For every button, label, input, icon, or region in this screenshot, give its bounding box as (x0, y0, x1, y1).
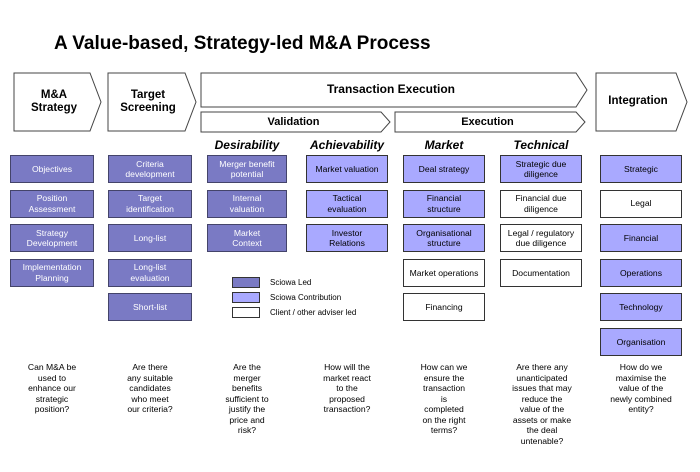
activity-integration-1: Strategic (600, 155, 682, 183)
activity-technical-2: Financial due diligence (500, 189, 582, 218)
column-header-technical: Technical (513, 138, 569, 152)
activity-market-3: Organisational structure (403, 224, 485, 253)
activity-achievability-1: Market valuation (306, 155, 388, 183)
legend-swatch-client (232, 307, 260, 318)
activity-market-5: Financing (403, 293, 485, 322)
legend-swatch-contrib (232, 292, 260, 303)
activity-target-screening-2: Target identification (108, 189, 192, 218)
activity-technical-3: Legal / regulatory due diligence (500, 224, 582, 253)
activity-ma-strategy-4: Implementation Planning (10, 258, 94, 287)
legend-label-contrib: Sciowa Contribution (270, 293, 342, 302)
page-title: A Value-based, Strategy-led M&A Process (54, 33, 431, 54)
question-6: Are there any unanticipated issues that … (512, 362, 572, 446)
activity-desirability-1: Merger benefit potential (207, 155, 287, 183)
arrow-target-screening (107, 72, 197, 132)
arrow-transaction-execution (200, 72, 588, 108)
activity-integration-5: Technology (600, 293, 682, 322)
activity-target-screening-4: Long-list evaluation (108, 258, 192, 287)
activity-desirability-2: Internal valuation (207, 189, 287, 218)
legend-label-client: Client / other adviser led (270, 308, 357, 317)
stage-transaction-execution: Transaction Execution (326, 82, 456, 97)
stage-execution: Execution (461, 115, 514, 128)
activity-technical-1: Strategic due diligence (500, 155, 582, 183)
stage-target-screening: Target Screening (120, 88, 176, 114)
activity-integration-3: Financial (600, 224, 682, 253)
column-header-market: Market (424, 138, 464, 152)
question-2: Are there any suitable candidates who me… (127, 362, 173, 415)
activity-desirability-3: Market Context (207, 224, 287, 253)
question-5: How can we ensure the transaction is com… (420, 362, 468, 436)
legend-swatch-led (232, 277, 260, 288)
activity-achievability-2: Tactical evaluation (306, 189, 388, 218)
activity-target-screening-3: Long-list (108, 224, 192, 253)
activity-market-4: Market operations (403, 258, 485, 287)
activity-integration-6: Organisation (600, 328, 682, 356)
arrow-validation (200, 111, 391, 133)
stage-integration: Integration (608, 95, 668, 108)
stage-ma-strategy: M&A Strategy (30, 88, 78, 114)
activity-integration-2: Legal (600, 189, 682, 218)
activity-target-screening-1: Criteria development (108, 155, 192, 183)
activity-ma-strategy-2: Position Assessment (10, 189, 94, 218)
question-4: How will the market react to the propose… (323, 362, 371, 415)
question-3: Are the merger benefits sufficient to ju… (225, 362, 269, 436)
activity-ma-strategy-1: Objectives (10, 155, 94, 183)
arrow-execution (394, 111, 586, 133)
question-1: Can M&A be used to enhance our strategic… (27, 362, 77, 415)
arrow-integration (595, 72, 688, 132)
activity-market-1: Deal strategy (403, 155, 485, 183)
activity-technical-4: Documentation (500, 258, 582, 287)
question-7: How do we maximise the value of the newl… (610, 362, 672, 415)
activity-target-screening-5: Short-list (108, 293, 192, 322)
activity-achievability-3: Investor Relations (306, 224, 388, 253)
activity-integration-4: Operations (600, 258, 682, 287)
legend-label-led: Sciowa Led (270, 278, 312, 287)
activity-ma-strategy-3: Strategy Development (10, 224, 94, 253)
activity-market-2: Financial structure (403, 189, 485, 218)
arrow-ma-strategy (13, 72, 102, 132)
column-header-desirability: Desirability (214, 138, 280, 152)
stage-validation: Validation (267, 115, 320, 128)
column-header-achievability: Achievability (309, 138, 385, 152)
